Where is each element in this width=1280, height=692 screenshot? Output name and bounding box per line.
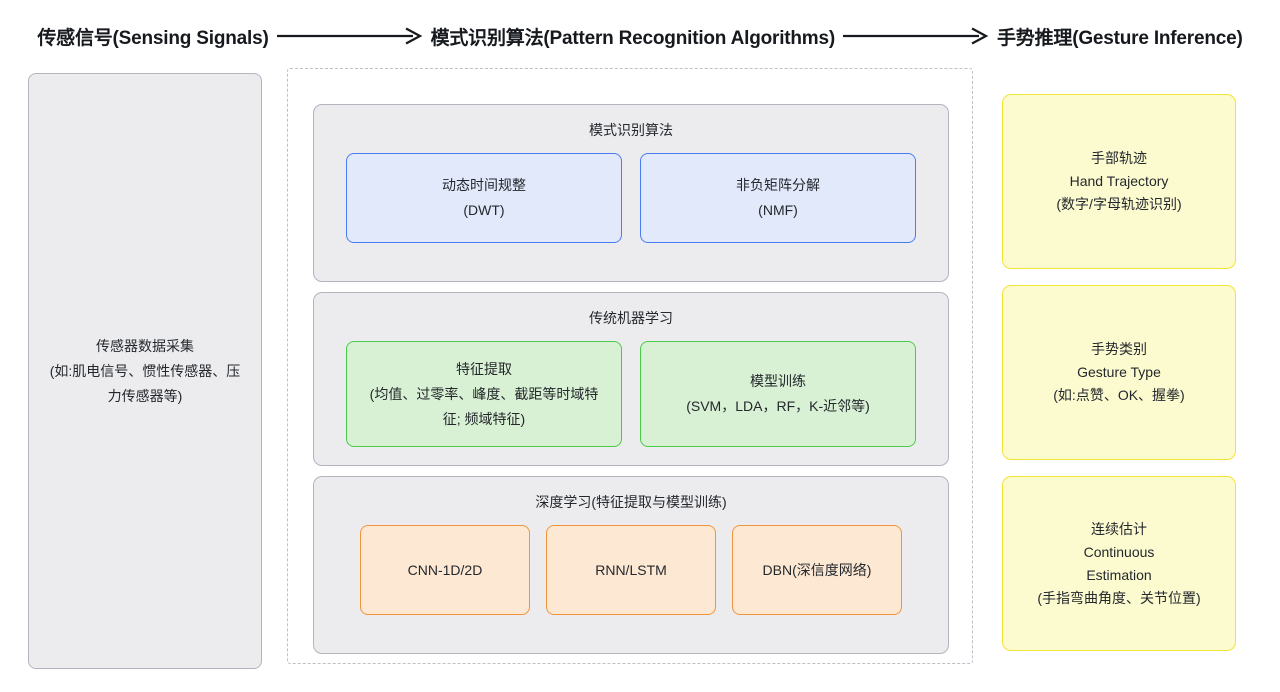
node-dbn[interactable]: DBN(深信度网络) [732,525,902,615]
node-cnn-label: CNN-1D/2D [407,561,483,578]
group-body-pattern-recognition: 动态时间规整 (DWT) 非负矩阵分解 (NMF) [314,140,948,243]
right-arrow-icon [275,26,425,46]
node-feature-extraction-line-3: 征; 频域特征) [442,410,526,427]
sensing-column: 传感器数据采集 (如:肌电信号、惯性传感器、压 力传感器等) [28,73,262,669]
group-deep-learning: 深度学习(特征提取与模型训练) CNN-1D/2D RNN/LSTM DBN(深… [313,476,949,654]
node-nmf-line-2: (NMF) [758,202,798,218]
node-nmf[interactable]: 非负矩阵分解 (NMF) [640,153,916,243]
output-hand-trajectory-line-2: Hand Trajectory [1069,173,1169,189]
pipeline-body: 传感器数据采集 (如:肌电信号、惯性传感器、压 力传感器等) 模式识别算法 动态… [0,62,1280,669]
pipeline-stage-algorithms: 模式识别算法(Pattern Recognition Algorithms) [430,27,836,49]
sensor-data-acquisition-text: 传感器数据采集 (如:肌电信号、惯性传感器、压 力传感器等) [50,334,241,409]
node-feature-extraction-line-2: (均值、过零率、峰度、截距等时域特 [369,385,599,402]
pipeline-stage-sensing: 传感信号(Sensing Signals) [37,27,269,49]
output-continuous-estimation-line-2: Continuous [1083,543,1155,560]
output-gesture-type-line-2: Gesture Type [1077,364,1161,380]
output-gesture-type-line-1: 手势类别 [1090,341,1147,357]
group-title-traditional-ml: 传统机器学习 [589,310,673,326]
output-continuous-estimation[interactable]: 连续估计 Continuous Estimation (手指弯曲角度、关节位置) [1002,476,1236,651]
group-traditional-machine-learning: 传统机器学习 特征提取 (均值、过零率、峰度、截距等时域特 征; 频域特征) 模… [313,292,949,466]
node-dbn-label: DBN(深信度网络) [762,561,872,578]
right-arrow-icon [841,26,991,46]
output-gesture-type-line-3: (如:点赞、OK、握拳) [1053,387,1185,403]
pipeline-header: 传感信号(Sensing Signals) 模式识别算法(Pattern Rec… [0,18,1280,54]
node-nmf-line-1: 非负矩阵分解 [736,177,820,193]
group-body-traditional-ml: 特征提取 (均值、过零率、峰度、截距等时域特 征; 频域特征) 模型训练 (SV… [314,328,948,447]
sensing-line-3: 力传感器等) [107,387,183,404]
output-hand-trajectory[interactable]: 手部轨迹 Hand Trajectory (数字/字母轨迹识别) [1002,94,1236,269]
output-hand-trajectory-line-1: 手部轨迹 [1091,150,1147,166]
node-model-training-line-1: 模型训练 [750,373,806,389]
sensor-data-acquisition-box[interactable]: 传感器数据采集 (如:肌电信号、惯性传感器、压 力传感器等) [28,73,262,669]
node-dwt[interactable]: 动态时间规整 (DWT) [346,153,622,243]
node-dwt-line-2: (DWT) [463,202,505,218]
group-title-pattern-recognition: 模式识别算法 [589,122,673,138]
sensing-line-1: 传感器数据采集 [96,337,194,354]
node-cnn[interactable]: CNN-1D/2D [360,525,530,615]
node-feature-extraction[interactable]: 特征提取 (均值、过零率、峰度、截距等时域特 征; 频域特征) [346,341,622,447]
sensing-line-2: (如:肌电信号、惯性传感器、压 [49,362,241,379]
group-body-deep-learning: CNN-1D/2D RNN/LSTM DBN(深信度网络) [314,512,948,615]
pipeline-stage-inference: 手势推理(Gesture Inference) [997,27,1243,49]
output-hand-trajectory-line-3: (数字/字母轨迹识别) [1056,196,1182,212]
node-rnn-lstm-label: RNN/LSTM [595,561,667,578]
output-continuous-estimation-line-4: (手指弯曲角度、关节位置) [1037,589,1201,606]
algorithms-container: 模式识别算法 动态时间规整 (DWT) 非负矩阵分解 (NMF) 传统机 [287,68,973,664]
group-pattern-recognition: 模式识别算法 动态时间规整 (DWT) 非负矩阵分解 (NMF) [313,104,949,282]
group-title-deep-learning: 深度学习(特征提取与模型训练) [535,494,727,510]
output-gesture-type[interactable]: 手势类别 Gesture Type (如:点赞、OK、握拳) [1002,285,1236,460]
node-model-training[interactable]: 模型训练 (SVM，LDA，RF，K-近邻等) [640,341,916,447]
output-continuous-estimation-line-1: 连续估计 [1090,520,1147,537]
node-rnn-lstm[interactable]: RNN/LSTM [546,525,716,615]
output-continuous-estimation-line-3: Estimation [1086,566,1152,583]
node-feature-extraction-line-1: 特征提取 [455,360,512,377]
node-model-training-line-2: (SVM，LDA，RF，K-近邻等) [686,398,870,414]
node-dwt-line-1: 动态时间规整 [442,177,526,193]
